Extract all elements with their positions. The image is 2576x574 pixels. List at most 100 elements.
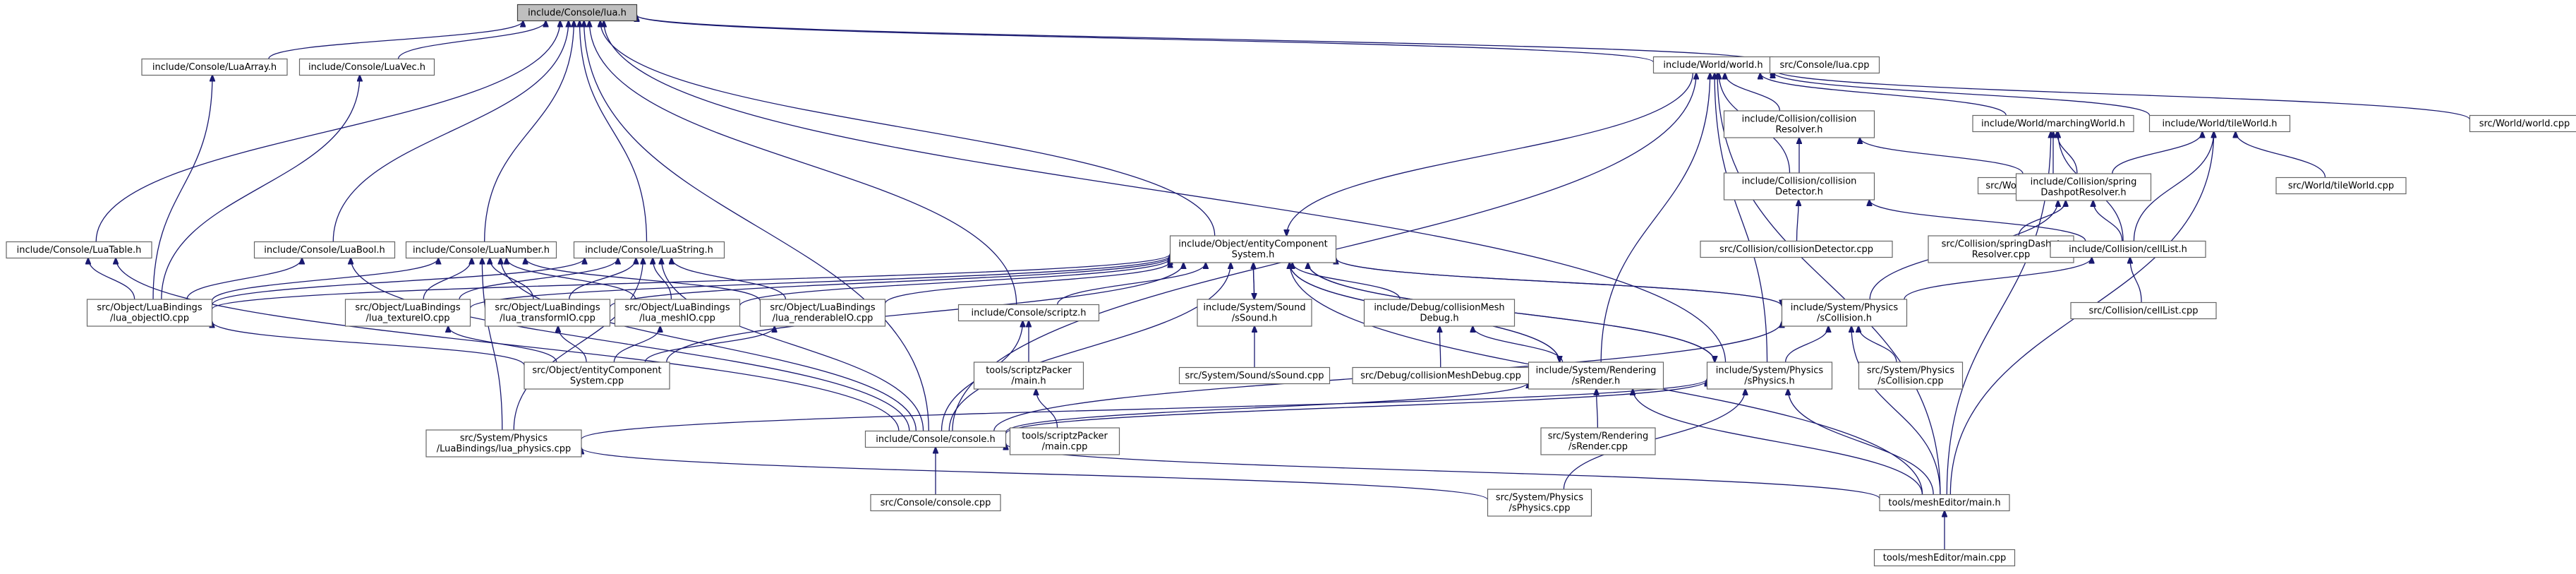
graph-node[interactable]: src/Collision/collisionDetector.cpp xyxy=(1700,240,1893,258)
dependency-edge xyxy=(558,326,587,363)
graph-node[interactable]: src/Object/LuaBindings/lua_textureIO.cpp xyxy=(344,299,471,327)
graph-node[interactable]: include/Console/console.h xyxy=(864,430,1007,448)
graph-node[interactable]: tools/meshEditor/main.h xyxy=(1879,494,2010,512)
graph-node[interactable]: include/System/Sound/sSound.h xyxy=(1197,299,1312,327)
graph-node[interactable]: include/World/tileWorld.h xyxy=(2148,114,2291,133)
dependency-edge xyxy=(484,21,574,242)
node-label: src/Object/LuaBindings xyxy=(495,303,600,313)
dependency-edge xyxy=(459,258,618,300)
node-label: /sCollision.cpp xyxy=(1877,376,1943,387)
node-label: src/System/Sound/sSound.cpp xyxy=(1185,371,1324,381)
dependency-edge xyxy=(1253,262,1254,299)
dependency-edge xyxy=(1056,263,1206,305)
dependency-edge xyxy=(152,76,212,300)
graph-node[interactable]: src/Debug/collisionMeshDebug.cpp xyxy=(1352,366,1530,385)
graph-node[interactable]: include/Console/LuaTable.h xyxy=(6,241,152,259)
dependency-edge xyxy=(884,261,1171,304)
graph-node[interactable]: include/Collision/collisionDetector.h xyxy=(1723,172,1875,201)
dependency-edge xyxy=(1788,389,1934,495)
dependency-edge xyxy=(397,21,546,59)
graph-node[interactable]: src/System/Sound/sSound.cpp xyxy=(1178,366,1331,385)
node-box xyxy=(1178,366,1331,385)
node-box xyxy=(957,304,1100,322)
graph-node[interactable]: src/Object/LuaBindings/lua_transformIO.c… xyxy=(484,299,611,327)
graph-node[interactable]: src/System/Rendering/sRender.cpp xyxy=(1540,427,1656,455)
dependency-edge xyxy=(211,258,585,306)
graph-node[interactable]: include/Collision/cellList.h xyxy=(2050,240,2206,258)
graph-node[interactable]: include/Console/LuaArray.h xyxy=(141,58,288,76)
node-box xyxy=(1169,235,1337,263)
node-label: src/World/world.cpp xyxy=(2479,119,2570,129)
node-label: /sRender.h xyxy=(1572,376,1621,387)
node-label: System.h xyxy=(1232,250,1275,261)
graph-node[interactable]: src/System/Physics/sCollision.cpp xyxy=(1858,361,1964,390)
graph-node[interactable]: include/World/marchingWorld.h xyxy=(1972,114,2134,133)
dependency-edge xyxy=(1869,200,2086,241)
node-label: include/Collision/spring xyxy=(2031,177,2137,188)
graph-node[interactable]: src/System/Physics/sPhysics.cpp xyxy=(1487,489,1592,517)
graph-node[interactable]: include/Console/scriptz.h xyxy=(957,304,1100,322)
dependency-edge xyxy=(2057,132,2078,174)
graph-node[interactable]: include/System/Physics/sPhysics.h xyxy=(1706,361,1833,390)
node-box xyxy=(2070,301,2217,320)
graph-node[interactable]: src/Console/lua.cpp xyxy=(1769,56,1880,74)
graph-node[interactable]: include/System/Rendering/sRender.h xyxy=(1528,361,1664,390)
graph-node[interactable]: src/Object/LuaBindings/lua_renderableIO.… xyxy=(759,299,886,327)
dependency-edge xyxy=(513,258,643,431)
graph-node[interactable]: include/Console/lua.h xyxy=(516,4,638,22)
graph-node[interactable]: include/Console/LuaNumber.h xyxy=(405,241,557,259)
node-box xyxy=(1723,110,1875,138)
graph-node[interactable]: src/Collision/cellList.cpp xyxy=(2070,301,2217,320)
node-label: /LuaBindings/lua_physics.cpp xyxy=(437,444,571,455)
dependency-edge xyxy=(1715,73,1768,363)
graph-node[interactable]: src/Console/console.cpp xyxy=(870,494,1001,512)
graph-node[interactable]: tools/scriptzPacker/main.h xyxy=(973,361,1084,390)
node-label: include/Console/LuaNumber.h xyxy=(413,245,550,256)
graph-node[interactable]: include/System/Physics/sCollision.h xyxy=(1781,299,1908,327)
graph-node[interactable]: include/Collision/springDashpotResolver.… xyxy=(2015,173,2152,201)
dependency-edge xyxy=(95,21,560,242)
dependency-edge xyxy=(268,21,523,59)
dependency-edge xyxy=(600,21,1216,237)
node-box xyxy=(86,299,213,327)
graph-node[interactable]: src/World/world.cpp xyxy=(2469,114,2576,133)
node-label: src/Collision/cellList.cpp xyxy=(2088,306,2198,316)
node-box xyxy=(1781,299,1908,327)
dependency-edge xyxy=(1851,326,1941,495)
graph-node[interactable]: src/Object/LuaBindings/lua_meshIO.cpp xyxy=(614,299,741,327)
graph-node[interactable]: include/Debug/collisionMeshDebug.h xyxy=(1363,299,1516,327)
node-label: src/Object/LuaBindings xyxy=(770,303,875,313)
graph-node[interactable]: include/World/world.h xyxy=(1652,56,1774,74)
node-label: /lua_textureIO.cpp xyxy=(366,313,450,324)
node-label: include/World/marchingWorld.h xyxy=(1981,119,2125,129)
graph-node[interactable]: src/World/tileWorld.cpp xyxy=(2275,177,2407,195)
node-box xyxy=(2050,240,2206,258)
node-box xyxy=(516,4,638,22)
node-label: /sSound.h xyxy=(1232,313,1277,324)
node-label: include/Console/LuaArray.h xyxy=(152,62,277,73)
graph-node[interactable]: include/Console/LuaBool.h xyxy=(253,241,396,259)
dependency-edge xyxy=(1797,200,1799,241)
dependency-edge xyxy=(672,258,787,300)
node-label: include/Console/LuaString.h xyxy=(585,245,713,256)
graph-node[interactable]: tools/meshEditor/main.cpp xyxy=(1873,549,2016,567)
node-label: include/Collision/collision xyxy=(1742,177,1857,187)
dependency-edge xyxy=(1858,326,1897,363)
node-box xyxy=(1769,56,1880,74)
node-label: src/System/Rendering xyxy=(1548,431,1649,442)
node-label: src/World/tileWorld.cpp xyxy=(2288,181,2394,191)
graph-node[interactable]: include/Console/LuaString.h xyxy=(573,241,725,259)
graph-node[interactable]: src/System/Physics/LuaBindings/lua_physi… xyxy=(425,429,582,458)
graph-node[interactable]: include/Console/LuaVec.h xyxy=(298,58,435,76)
graph-node[interactable]: src/Object/LuaBindings/lua_objectIO.cpp xyxy=(86,299,213,327)
dependency-edge xyxy=(1286,73,1693,237)
dependency-edge xyxy=(1760,73,2007,116)
node-box xyxy=(973,361,1084,390)
dependency-edge xyxy=(1633,389,1923,495)
node-box xyxy=(573,241,725,259)
graph-node[interactable]: tools/scriptzPacker/main.cpp xyxy=(1009,427,1120,455)
